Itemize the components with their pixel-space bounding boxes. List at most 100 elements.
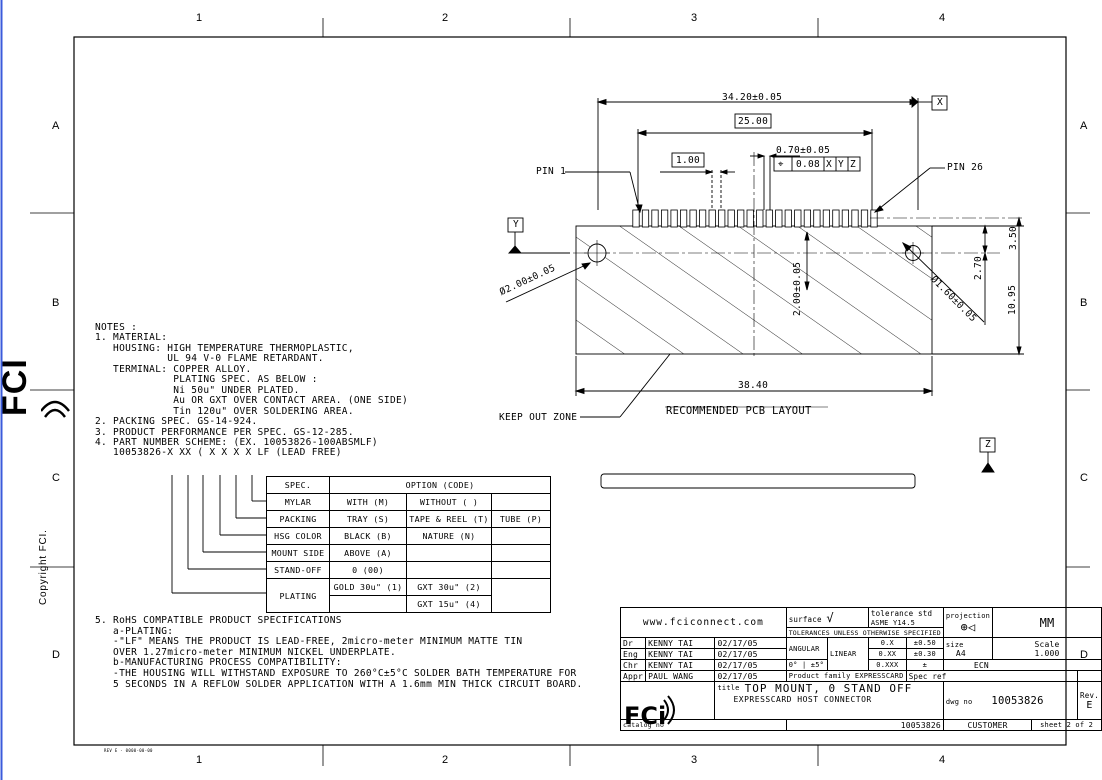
tb-title-1: TOP MOUNT, 0 STAND OFF — [744, 682, 913, 695]
pcb-layout — [505, 95, 1024, 489]
grid-row-b: B — [52, 297, 60, 309]
tb-role-chr: Chr — [619, 659, 647, 671]
tb-linear: LINEAR — [826, 637, 869, 671]
opt-standoff-empty2 — [491, 561, 551, 579]
rohs-line: a-PLATING: — [95, 625, 174, 637]
surface-check-icon: √ — [826, 610, 834, 625]
grid-col-2: 2 — [442, 12, 449, 24]
pcb-pad — [765, 209, 773, 228]
grid-col-1-bottom: 1 — [196, 754, 203, 766]
pcb-pad — [851, 209, 859, 228]
dim-pitch: 1.00 — [676, 155, 701, 166]
opt-standoff: STAND-OFF — [266, 561, 330, 579]
side-logo-waves-icon — [40, 395, 71, 425]
pcb-pad — [822, 209, 831, 228]
datum-y-label: Y — [513, 219, 520, 230]
tb-dwg-no: 10053826 — [991, 694, 1044, 707]
dim-hole-center: 2.00±0.05 — [792, 261, 803, 316]
title-block: www.fciconnect.com surface √ tolerance s… — [619, 607, 1102, 731]
tb-scale-label: Scale — [1034, 639, 1060, 649]
pcb-pad — [794, 209, 802, 228]
pin-1-label: PIN 1 — [536, 166, 567, 177]
grid-row-c: C — [52, 472, 60, 484]
tb-role-appr: Appr — [619, 670, 647, 682]
tb-lin-0x-tol: ±0.50 — [905, 637, 944, 649]
pcb-pad — [699, 209, 707, 228]
grid-col-1: 1 — [196, 12, 203, 24]
opt-hsg-black: BLACK (B) — [329, 527, 407, 545]
tb-website: www.fciconnect.com — [620, 607, 787, 638]
dim-pad: 0.70±0.05 — [776, 145, 831, 156]
note-line: Au OR GXT OVER CONTACT AREA. (ONE SIDE) — [95, 395, 409, 407]
grid-col-4-bottom: 4 — [939, 754, 946, 766]
opt-mount-empty2 — [491, 544, 551, 562]
tb-product-family-label: Product family — [788, 672, 851, 680]
grid-row-d: D — [52, 649, 60, 661]
tb-name-eng: KENNY TAI — [645, 648, 716, 660]
note-line: HOUSING: HIGH TEMPERATURE THERMOPLASTIC, — [95, 342, 354, 354]
pcb-pad — [784, 209, 792, 228]
rohs-line: OVER 1.27micro-meter MINIMUM NICKEL UNDE… — [95, 646, 396, 658]
note-line: 3. PRODUCT PERFORMANCE PER SPEC. GS-12-2… — [95, 426, 354, 438]
tb-lin-0xx-tol: ±0.30 — [905, 648, 944, 660]
tb-dwg-label: dwg no — [945, 697, 973, 706]
pcb-pad — [718, 209, 726, 228]
tb-lin-0xx: 0.XX — [867, 648, 907, 660]
opt-plating: PLATING — [266, 578, 330, 613]
rohs-line: -THE HOUSING WILL WITHSTAND EXPOSURE TO … — [95, 668, 577, 679]
tb-catalog-label: catalog no — [620, 719, 787, 731]
tb-role-dr: Dr — [619, 637, 647, 649]
opt-hsg: HSG COLOR — [266, 527, 330, 545]
side-logo: FCI — [0, 358, 34, 416]
tb-date-chr: 02/17/05 — [714, 659, 787, 671]
tb-rev-label: Rev. — [1080, 690, 1099, 700]
fcf-symbol: ⌖ — [778, 159, 784, 170]
note-line: Tin 120u" OVER SOLDERING AREA. — [95, 405, 354, 417]
rohs-line: -"LF" MEANS THE PRODUCT IS LEAD-FREE, 2m… — [95, 636, 523, 648]
grid-row-c-right: C — [1080, 472, 1088, 484]
opt-plating-gold: GOLD 30u" (1) — [329, 578, 407, 596]
tb-date-appr: 02/17/05 — [714, 670, 787, 682]
part-number-leaders — [171, 475, 266, 594]
note-line: 10053826-X XX ( X X X X LF (LEAD FREE) — [95, 447, 342, 459]
tb-title-2: EXPRESSCARD HOST CONNECTOR — [733, 695, 872, 704]
pcb-pad — [803, 209, 812, 228]
tb-tol-note: TOLERANCES UNLESS OTHERWISE SPECIFIED — [785, 627, 944, 638]
grid-row-b-right: B — [1080, 297, 1088, 309]
copyright-text: Copyright FCI. — [38, 529, 49, 605]
dim-right-full: 10.95 — [1007, 284, 1018, 315]
note-line: 4. PART NUMBER SCHEME: (EX. 10053826-100… — [95, 436, 378, 448]
dim-pitch-span: 25.00 — [738, 116, 769, 127]
tb-projection: projection — [945, 612, 991, 620]
pcb-pad — [727, 209, 735, 228]
opt-mylar-without: WITHOUT ( ) — [406, 493, 492, 511]
dim-width: 38.40 — [738, 380, 769, 391]
tb-asme: ASME Y14.5 — [870, 618, 916, 627]
opt-packing-tray: TRAY (S) — [329, 510, 407, 528]
opt-packing: PACKING — [266, 510, 330, 528]
opt-hsg-nature: NATURE (N) — [406, 527, 492, 545]
tb-rev: E — [1086, 699, 1093, 711]
tb-sheet: sheet 2 of 2 — [1031, 719, 1102, 731]
opt-plating-empty2 — [329, 595, 407, 613]
tb-catalog-no: 10053826 — [785, 719, 944, 731]
pcb-pad — [661, 209, 669, 228]
fcf-datum-2: Y — [838, 159, 845, 170]
layout-title: RECOMMENDED PCB LAYOUT — [666, 405, 812, 417]
opt-packing-tube: TUBE (P) — [491, 510, 551, 528]
tb-customer: CUSTOMER — [942, 719, 1033, 731]
tb-units: MM — [992, 607, 1102, 638]
tiny-rev-text: REV E - 0000-00-00 — [104, 748, 153, 753]
tb-lin-0xxx: 0.XXX — [867, 659, 907, 671]
fcf-tolerance: 0.08 — [796, 159, 821, 170]
pcb-pad — [641, 209, 650, 228]
datum-x-label: X — [937, 97, 944, 108]
tb-lin-0x: 0.X — [867, 637, 907, 649]
grid-col-3-bottom: 3 — [691, 754, 698, 766]
tb-size-label: size — [945, 640, 964, 649]
tb-spec-ref-empty — [1076, 670, 1102, 682]
fcf-datum-3: Z — [850, 159, 857, 170]
opt-mylar-with: WITH (M) — [329, 493, 407, 511]
pcb-pad — [708, 209, 716, 228]
pcb-pad — [775, 209, 783, 228]
